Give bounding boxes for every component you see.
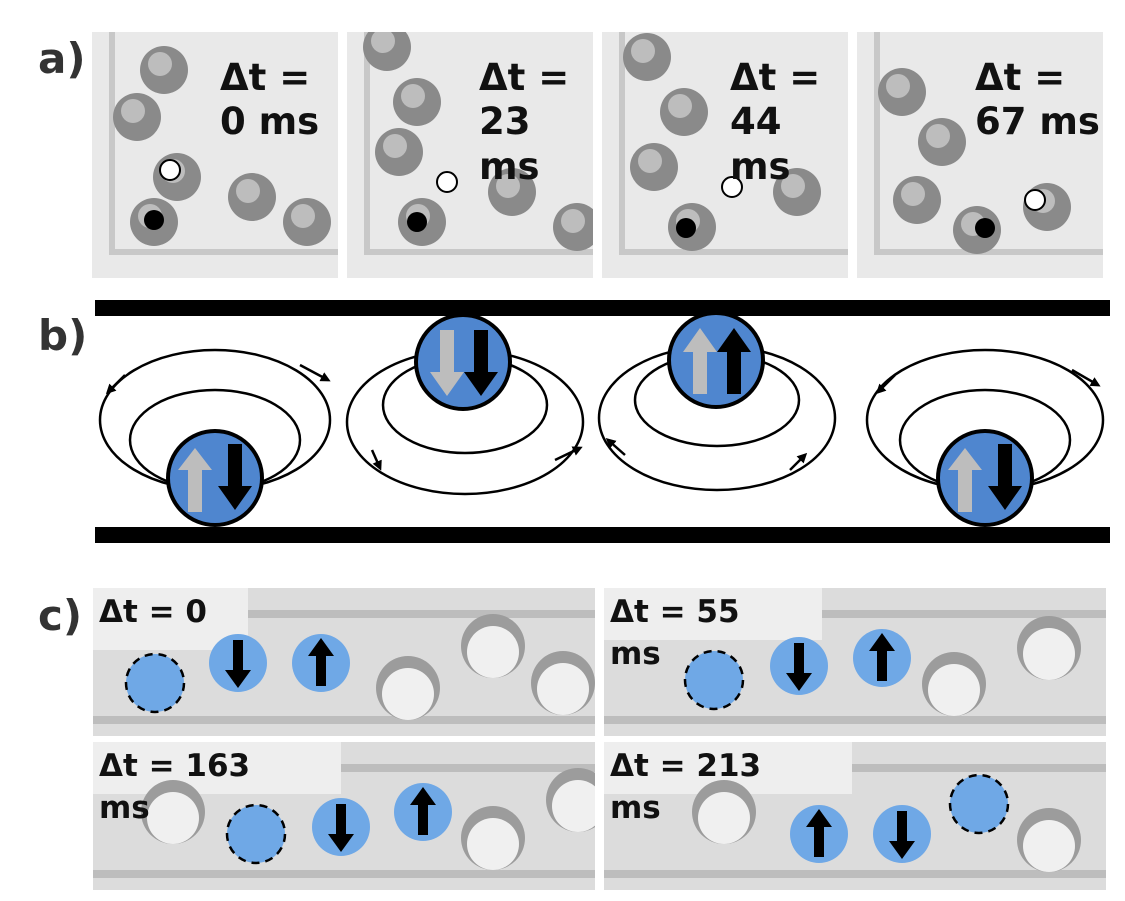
panel-a-frame-4: Δt = 67 ms — [857, 32, 1103, 278]
panel-a-frame-4-image — [857, 32, 1103, 278]
panel-a-frame-2: Δt = 23 ms — [347, 32, 593, 278]
panel-a-frame-1: Δt = 0 ms — [92, 32, 338, 278]
panel-a-frame-3: Δt = 44 ms — [602, 32, 848, 278]
arrow-up-black-icon — [717, 328, 751, 394]
dipole-4 — [936, 429, 1034, 527]
arrow-down-black-icon — [328, 804, 354, 852]
panel-a-frame-4-time: Δt = 67 ms — [975, 56, 1100, 144]
panel-c-frame-4-time: Δt = 213 ms — [610, 748, 762, 826]
panel-label-b: b) — [38, 311, 88, 360]
panel-c-frame-3: Δt = 163 ms — [93, 742, 595, 890]
panel-c-frame-2-image — [604, 588, 1106, 736]
arrow-down-gray-icon — [430, 330, 464, 396]
arrow-up-gray-icon — [178, 448, 212, 512]
panel-c-frame-2: Δt = 55 ms — [604, 588, 1106, 736]
arrow-down-black-icon — [889, 811, 915, 859]
dipole-1 — [166, 429, 264, 527]
arrow-up-gray-icon — [683, 328, 717, 394]
arrow-down-black-icon — [225, 640, 251, 688]
panel-c-frame-1: Δt = 0 — [93, 588, 595, 736]
arrow-up-black-icon — [869, 633, 895, 681]
panel-c-frame-3-image — [93, 742, 595, 890]
filled-marker-icon — [144, 210, 164, 230]
panel-c-frame-2-time: Δt = 55 ms — [610, 594, 740, 672]
arrow-up-gray-icon — [948, 448, 982, 512]
panel-c-frame-4: Δt = 213 ms — [604, 742, 1106, 890]
panel-c-frame-3-time: Δt = 163 ms — [99, 748, 251, 826]
panel-a-frame-3-time: Δt = 44 ms — [730, 56, 821, 188]
panel-c-frame-4-image — [604, 742, 1106, 890]
panel-a-frame-3-image — [602, 32, 848, 278]
open-marker-icon — [436, 171, 458, 193]
filled-marker-icon — [407, 212, 427, 232]
arrow-down-black-icon — [464, 330, 498, 396]
bottom-wall — [95, 527, 1110, 543]
open-marker-icon — [159, 159, 181, 181]
panel-a-frame-1-time: Δt = 0 ms — [220, 56, 320, 144]
arrow-down-black-icon — [786, 643, 812, 691]
open-marker-icon — [1024, 189, 1046, 211]
open-marker-icon — [721, 176, 743, 198]
panel-c-frame-1-time: Δt = 0 — [99, 594, 207, 630]
panel-label-a: a) — [38, 34, 86, 83]
filled-marker-icon — [676, 218, 696, 238]
filled-marker-icon — [975, 218, 995, 238]
arrow-down-black-icon — [218, 444, 252, 510]
arrow-up-black-icon — [410, 787, 436, 835]
arrow-up-black-icon — [308, 638, 334, 686]
panel-a-frame-2-image — [347, 32, 593, 278]
panel-a-frame-1-image — [92, 32, 338, 278]
arrow-up-black-icon — [806, 809, 832, 857]
dipole-2 — [414, 313, 512, 411]
panel-a-frame-2-time: Δt = 23 ms — [479, 56, 570, 188]
panel-c-frame-1-image — [93, 588, 595, 736]
arrow-down-black-icon — [988, 444, 1022, 510]
top-wall — [95, 300, 1110, 316]
dipole-3 — [667, 311, 765, 409]
panel-label-c: c) — [38, 591, 83, 640]
